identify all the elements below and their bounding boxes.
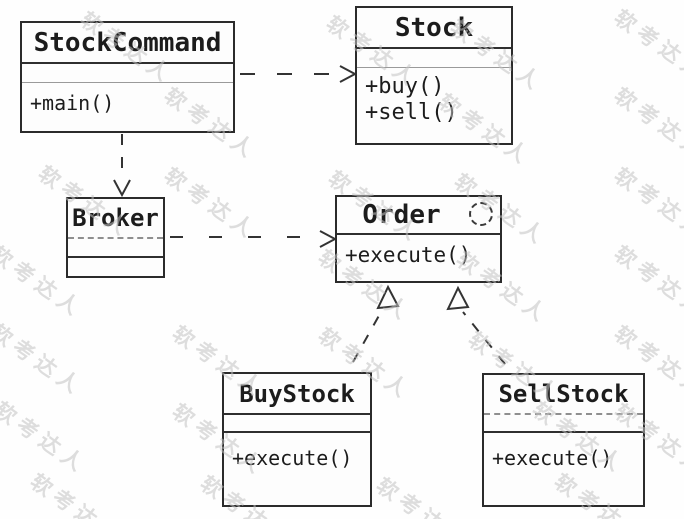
- method-execute: +execute(): [232, 446, 353, 470]
- class-order-name: Order: [337, 197, 500, 235]
- realization-arrow-sellstock-order: [446, 285, 506, 365]
- class-buystock-name: BuyStock: [224, 374, 370, 415]
- class-broker-name: Broker: [68, 199, 163, 239]
- class-stock-methods: +buy() +sell(): [357, 68, 511, 126]
- class-stockcommand-attributes: [22, 64, 233, 83]
- class-buystock-attributes: [224, 415, 370, 433]
- method-execute: +execute(): [492, 446, 613, 470]
- class-sellstock: SellStock +execute(): [482, 373, 645, 507]
- interface-circle-icon: [469, 202, 493, 226]
- class-stockcommand: StockCommand +main(): [20, 21, 235, 133]
- class-broker: Broker: [66, 197, 165, 278]
- class-order-methods: +execute(): [337, 235, 500, 268]
- dependency-arrow-broker-order: [170, 230, 338, 248]
- class-stock: Stock +buy() +sell(): [355, 6, 513, 145]
- class-stockcommand-name: StockCommand: [22, 23, 233, 64]
- class-broker-attributes: [68, 239, 163, 258]
- class-sellstock-methods: +execute(): [484, 433, 643, 471]
- dependency-arrow-stockcommand-broker: [113, 134, 131, 198]
- dependency-arrow-stockcommand-stock: [240, 65, 358, 83]
- class-stockcommand-methods: +main(): [22, 83, 233, 116]
- class-order: Order +execute(): [335, 195, 502, 283]
- realization-arrow-buystock-order: [352, 284, 400, 363]
- class-broker-methods: [68, 258, 163, 276]
- class-stock-attributes: [357, 49, 511, 68]
- class-sellstock-attributes: [484, 415, 643, 433]
- method-sell: +sell(): [365, 99, 458, 125]
- method-main: +main(): [30, 91, 115, 115]
- class-sellstock-name: SellStock: [484, 375, 643, 415]
- class-stock-name: Stock: [357, 8, 511, 49]
- class-buystock: BuyStock +execute(): [222, 372, 372, 507]
- method-buy: +buy(): [365, 74, 445, 99]
- class-buystock-methods: +execute(): [224, 433, 370, 471]
- method-execute: +execute(): [345, 243, 472, 267]
